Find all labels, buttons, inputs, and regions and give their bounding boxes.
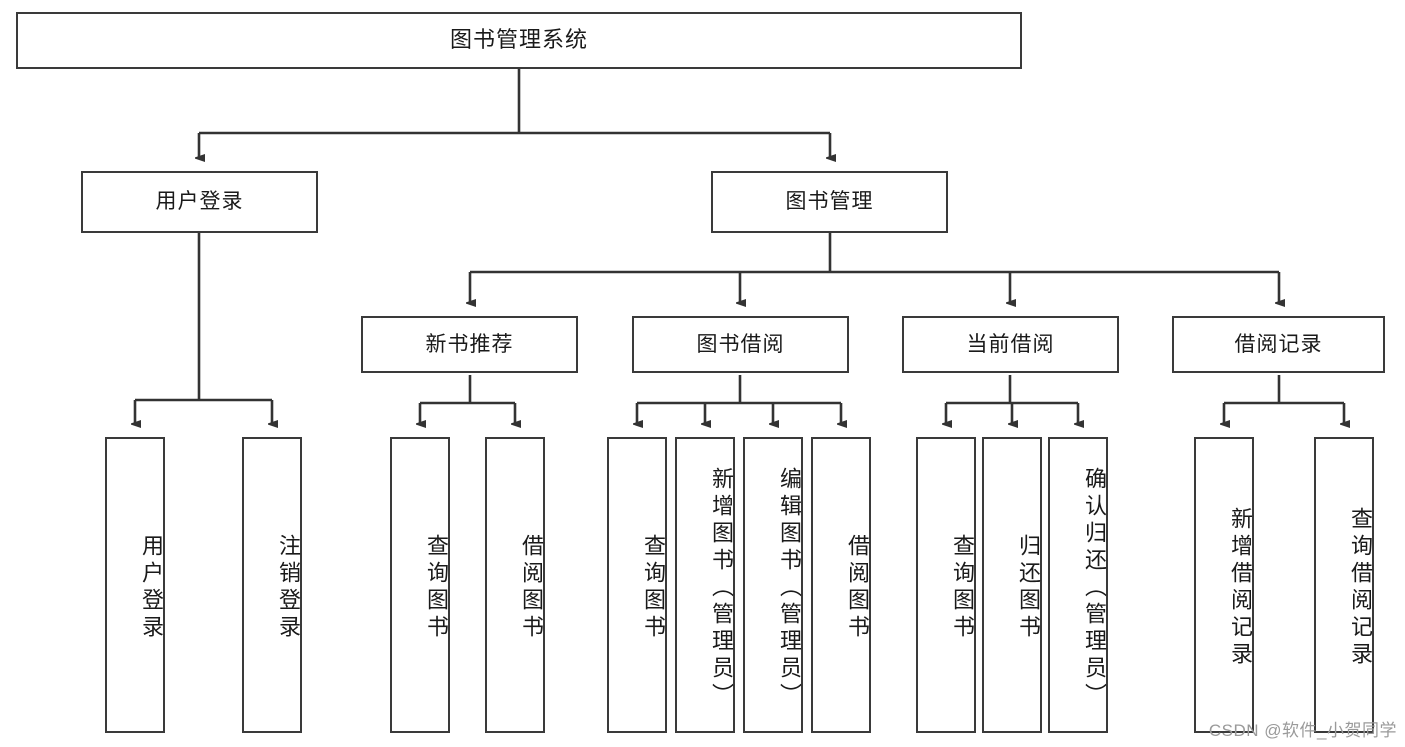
node-label: 查询图书 [641, 534, 666, 642]
node-current-borrow[interactable]: 当前借阅 [902, 316, 1119, 373]
node-label: 借阅图书 [845, 534, 870, 642]
node-label: 图书管理 [785, 190, 874, 214]
node-label: 新增借阅记录 [1228, 507, 1253, 669]
leaf-borrow-add-book-admin[interactable]: 新增图书（管理员） [675, 437, 735, 733]
node-label: 借阅图书 [519, 534, 544, 642]
leaf-current-query-book[interactable]: 查询图书 [916, 437, 976, 733]
node-label: 查询借阅记录 [1348, 507, 1373, 669]
node-borrow-record[interactable]: 借阅记录 [1172, 316, 1385, 373]
leaf-recommend-query-book[interactable]: 查询图书 [390, 437, 450, 733]
node-root-book-management-system[interactable]: 图书管理系统 [16, 12, 1022, 69]
leaf-recommend-borrow-book[interactable]: 借阅图书 [485, 437, 545, 733]
node-book-borrow[interactable]: 图书借阅 [632, 316, 849, 373]
node-label: 查询图书 [950, 534, 975, 642]
watermark: CSDN @软件_小贺同学 [1208, 721, 1397, 740]
node-label: 用户登录 [139, 534, 164, 642]
node-label: 当前借阅 [966, 332, 1055, 356]
node-label: 图书借阅 [696, 332, 785, 356]
node-book-management[interactable]: 图书管理 [711, 171, 948, 233]
leaf-current-confirm-return-admin[interactable]: 确认归还（管理员） [1048, 437, 1108, 733]
leaf-record-query-record[interactable]: 查询借阅记录 [1314, 437, 1374, 733]
node-label: 归还图书 [1016, 534, 1041, 642]
node-label: 图书管理系统 [449, 27, 588, 53]
leaf-borrow-borrow-book[interactable]: 借阅图书 [811, 437, 871, 733]
node-label: 注销登录 [276, 534, 301, 642]
leaf-borrow-edit-book-admin[interactable]: 编辑图书（管理员） [743, 437, 803, 733]
node-label: 编辑图书（管理员） [777, 466, 802, 710]
leaf-current-return-book[interactable]: 归还图书 [982, 437, 1042, 733]
node-label: 新书推荐 [425, 332, 514, 356]
leaf-record-add-record[interactable]: 新增借阅记录 [1194, 437, 1254, 733]
leaf-borrow-query-book[interactable]: 查询图书 [607, 437, 667, 733]
node-user-login[interactable]: 用户登录 [81, 171, 318, 233]
node-label: 确认归还（管理员） [1082, 466, 1107, 710]
node-new-book-recommend[interactable]: 新书推荐 [361, 316, 578, 373]
node-label: 新增图书（管理员） [709, 466, 734, 710]
node-label: 借阅记录 [1234, 332, 1323, 356]
leaf-user-login-logout[interactable]: 注销登录 [242, 437, 302, 733]
node-label: 查询图书 [424, 534, 449, 642]
node-label: 用户登录 [155, 190, 244, 214]
leaf-user-login-login[interactable]: 用户登录 [105, 437, 165, 733]
